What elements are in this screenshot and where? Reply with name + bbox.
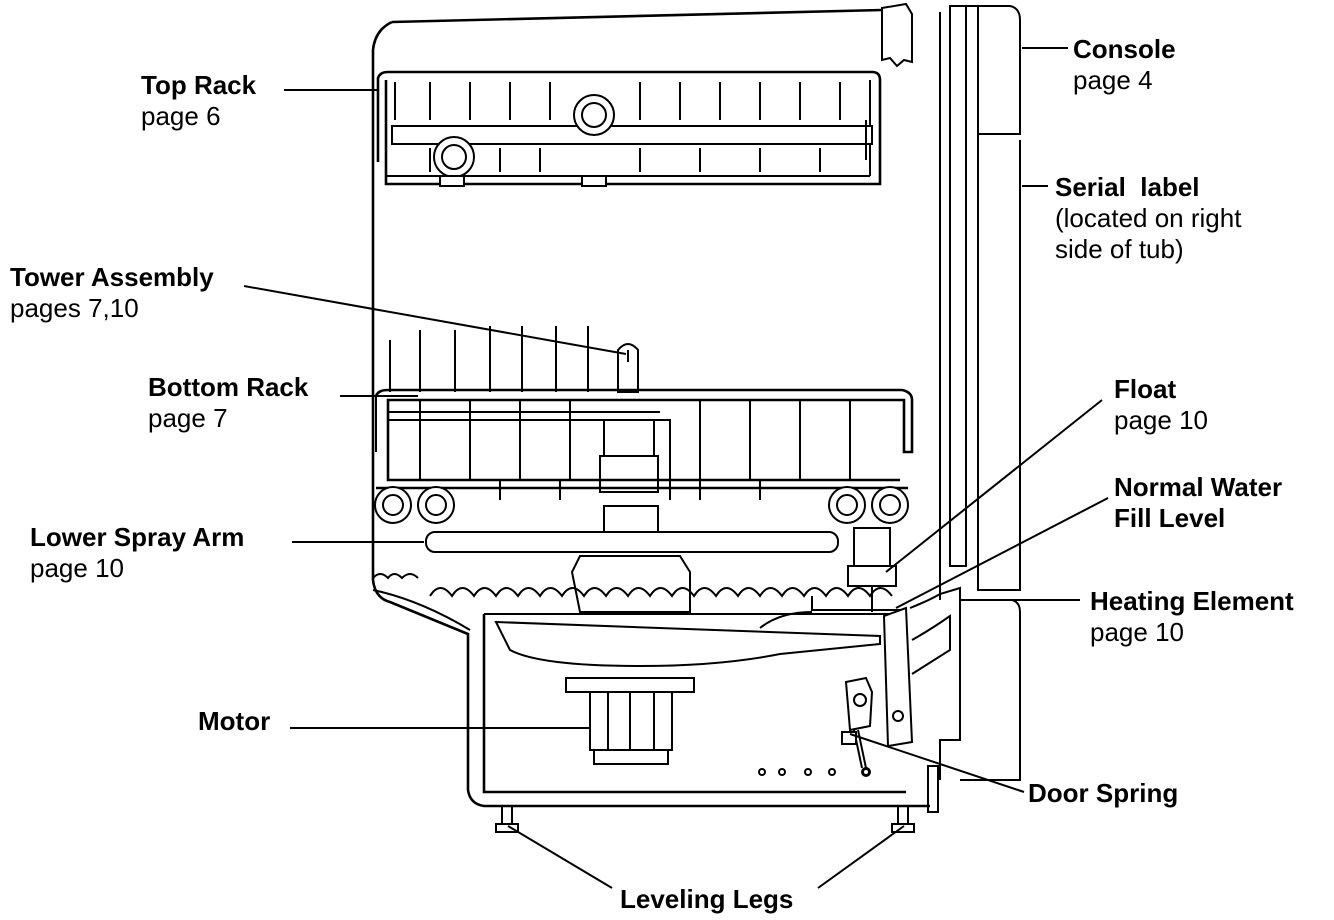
lower-spray-arm <box>372 505 893 613</box>
bottom-rack-label: Bottom Rack page 7 <box>148 372 308 434</box>
float-label: Float page 10 <box>1114 374 1208 436</box>
serial-label-title: Serial label <box>1055 172 1200 202</box>
console-hinge <box>881 2 913 68</box>
heating-element-title: Heating Element <box>1090 586 1294 616</box>
float-title: Float <box>1114 374 1177 404</box>
heating-element <box>882 586 961 748</box>
tower-assembly-title: Tower Assembly <box>10 262 214 292</box>
tower-assembly-label: Tower Assembly pages 7,10 <box>10 262 214 324</box>
bottom-rack-title: Bottom Rack <box>148 372 309 402</box>
float <box>847 527 897 612</box>
heating-element-label: Heating Element page 10 <box>1090 586 1294 648</box>
lower-spray-arm-page: page 10 <box>30 553 124 583</box>
bottom-rack-page: page 7 <box>148 403 228 433</box>
serial-label-note-1: (located on right <box>1055 203 1242 233</box>
float-page: page 10 <box>1114 405 1208 435</box>
tower-assembly-page: pages 7,10 <box>10 293 139 323</box>
lower-spray-arm-title: Lower Spray Arm <box>30 522 245 552</box>
top-rack <box>376 70 882 187</box>
motor-label: Motor <box>198 706 270 737</box>
console-title: Console <box>1073 34 1176 64</box>
base-frame <box>482 596 906 794</box>
console-label: Console page 4 <box>1073 34 1176 96</box>
leveling-legs <box>495 805 915 833</box>
leader-lines <box>243 47 1109 889</box>
motor <box>565 677 695 765</box>
door-spring-title: Door Spring <box>1028 778 1179 808</box>
heating-element-page: page 10 <box>1090 617 1184 647</box>
bottom-rack <box>374 326 914 524</box>
console-page: page 4 <box>1073 65 1153 95</box>
leveling-legs-label: Leveling Legs <box>620 884 793 915</box>
normal-water-title-1: Normal Water <box>1114 472 1283 502</box>
top-rack-title: Top Rack <box>141 70 257 100</box>
door <box>927 5 1021 813</box>
top-rack-page: page 6 <box>141 101 221 131</box>
door-spring-label: Door Spring <box>1028 778 1178 809</box>
normal-water-title-2: Fill Level <box>1114 503 1226 533</box>
serial-label-label: Serial label (located on right side of t… <box>1055 172 1241 265</box>
top-rack-label: Top Rack page 6 <box>141 70 256 132</box>
serial-label-note-2: side of tub) <box>1055 234 1184 264</box>
normal-water-label: Normal Water Fill Level <box>1114 472 1282 534</box>
tub <box>371 8 930 808</box>
door-spring <box>841 676 874 777</box>
leveling-legs-title: Leveling Legs <box>620 884 794 914</box>
lower-spray-arm-label: Lower Spray Arm page 10 <box>30 522 244 584</box>
tower-assembly <box>599 343 659 493</box>
motor-title: Motor <box>198 706 271 736</box>
